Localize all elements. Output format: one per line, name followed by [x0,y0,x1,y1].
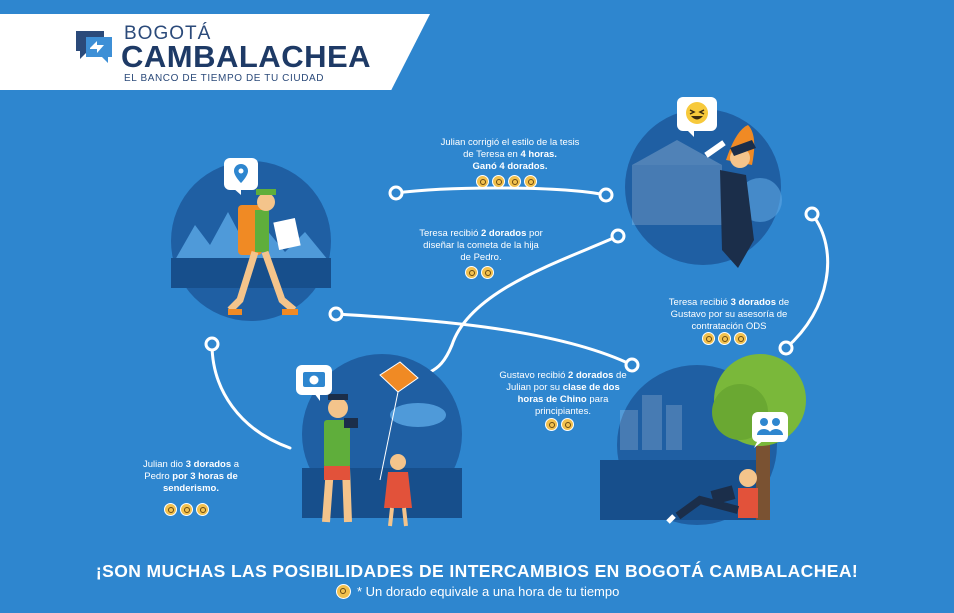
caption-senderismo-mid: a Pedro [144,459,240,482]
caption-senderismo-text: Julian dio [142,459,186,470]
footnote-text: * Un dorado equivale a una hora de tu ti… [357,584,620,599]
logo-icon [76,31,112,63]
caption-chino: Gustavo recibió 2 dorados de Julian por … [498,370,628,418]
caption-chino-text: Gustavo recibió [499,370,569,381]
coin-icon [196,503,209,516]
caption-tesis-earned: Ganó 4 dorados. [472,161,548,172]
coin-icon [508,175,521,188]
laughing-emoji-icon [677,97,717,137]
header-banner [0,14,430,90]
caption-tesis: Julian corrigió el estilo de la tesis de… [440,137,580,173]
location-pin-icon [224,158,258,195]
coins-tesis [476,175,537,188]
coin-icon [180,503,193,516]
coin-icon [718,332,731,345]
footnote: * Un dorado equivale a una hora de tu ti… [336,584,619,599]
coin-icon [492,175,505,188]
logo-main-text: CAMBALACHEA [121,39,372,74]
caption-asesoria-amount: 3 dorados [730,297,776,308]
hiker-scene [171,161,331,321]
people-icon [752,412,788,448]
caption-cometa-rest: por diseñar la cometa de la hija de Pedr… [423,228,543,263]
tree-scene [600,354,806,525]
camera-icon [296,365,332,401]
caption-cometa-text: Teresa recibió [419,228,481,239]
coins-asesoria [702,332,747,345]
caption-tesis-hours: 4 horas. [520,149,557,160]
coin-icon [734,332,747,345]
caption-cometa-amount: 2 dorados [481,228,527,239]
coin-icon [336,584,351,599]
caption-chino-rest: para principiantes. [535,394,609,417]
caption-senderismo-amount: 3 dorados [185,459,232,470]
coin-icon [465,266,478,279]
caption-asesoria: Teresa recibió 3 dorados de Gustavo por … [664,297,794,333]
coin-icon [481,266,494,279]
coin-icon [545,418,558,431]
kite-scene [302,354,462,527]
connector-nodes [204,185,820,373]
logo-tagline: EL BANCO DE TIEMPO DE TU CIUDAD [124,73,325,84]
coin-icon [476,175,489,188]
headline: ¡SON MUCHAS LAS POSIBILIDADES DE INTERCA… [95,561,859,581]
coin-icon [164,503,177,516]
caption-chino-amount: 2 dorados [568,370,614,381]
logo-top-text: BOGOTÁ [124,23,212,44]
caption-tesis-text: Julian corrigió el estilo de la tesis de… [440,137,580,160]
coin-icon [524,175,537,188]
coin-icon [702,332,715,345]
caption-senderismo: Julian dio 3 dorados a Pedro por 3 horas… [136,459,246,495]
coins-senderismo [164,503,209,516]
caption-chino-class: clase de dos horas de Chino [517,382,620,405]
coins-chino [545,418,574,431]
caption-chino-mid: de Julian por su [506,370,627,393]
caption-asesoria-text: Teresa recibió [668,297,731,308]
coin-icon [561,418,574,431]
coins-cometa [465,266,494,279]
graduate-scene [625,109,782,268]
connector-lines [210,186,830,450]
caption-senderismo-hours: por 3 horas de senderismo. [163,471,238,494]
caption-asesoria-rest: de Gustavo por su asesoría de contrataci… [670,297,790,332]
caption-cometa: Teresa recibió 2 dorados por diseñar la … [418,228,544,264]
